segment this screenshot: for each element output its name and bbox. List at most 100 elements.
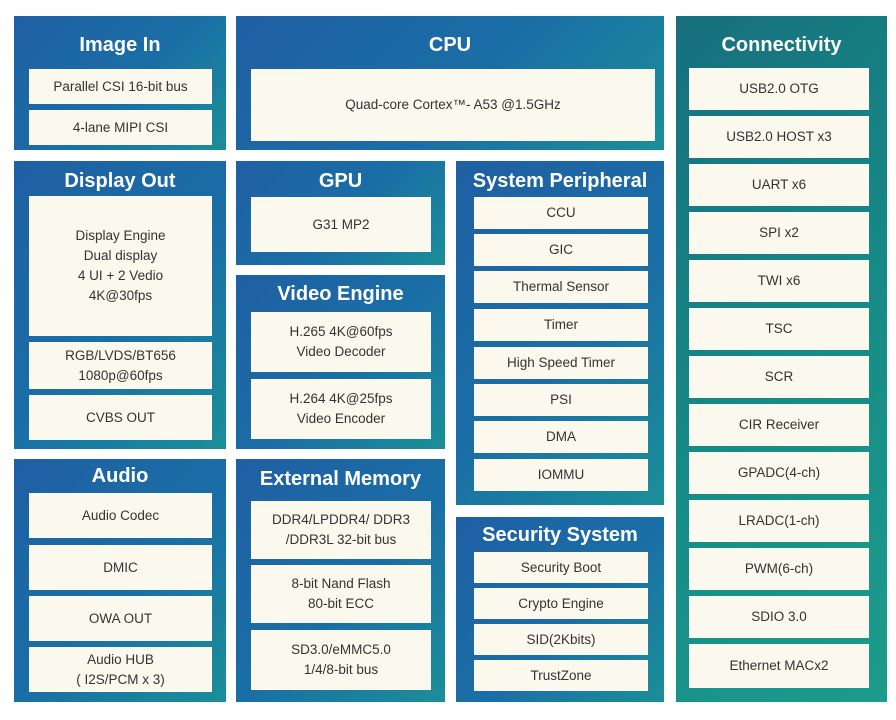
- ddr-box: DDR4/LPDDR4/ DDR3 /DDR3L 32-bit bus: [251, 501, 431, 559]
- dma-label: DMA: [546, 429, 576, 444]
- nand-flash-line: 8-bit Nand Flash: [291, 576, 391, 591]
- psi-box: PSI: [474, 384, 648, 416]
- spi-label: SPI x2: [759, 225, 799, 240]
- dmic-label: DMIC: [103, 559, 138, 575]
- video-encoder-box: H.264 4K@25fps Video Encoder: [251, 379, 431, 439]
- display-out-panel: Display Out Display Engine Dual display …: [14, 161, 226, 449]
- sdio-box: SDIO 3.0: [689, 596, 869, 638]
- scr-box: SCR: [689, 356, 869, 398]
- pwm-box: PWM(6-ch): [689, 548, 869, 590]
- tsc-box: TSC: [689, 308, 869, 350]
- video-decoder-box: H.265 4K@60fps Video Decoder: [251, 312, 431, 372]
- iommu-label: IOMMU: [537, 467, 585, 482]
- psi-label: PSI: [550, 392, 572, 407]
- cvbs-out-box: CVBS OUT: [29, 395, 212, 440]
- thermal-sensor-box: Thermal Sensor: [474, 271, 648, 303]
- twi-box: TWI x6: [689, 260, 869, 302]
- twi-label: TWI x6: [757, 273, 801, 288]
- high-speed-timer-box: High Speed Timer: [474, 347, 648, 379]
- parallel-csi-box: Parallel CSI 16-bit bus: [29, 69, 212, 104]
- security-system-panel: Security System Security Boot Crypto Eng…: [456, 517, 664, 702]
- gic-box: GIC: [474, 234, 648, 266]
- decoder-name-line: Video Decoder: [296, 344, 386, 359]
- usb-otg-label: USB2.0 OTG: [739, 81, 819, 96]
- mipi-csi-label: 4-lane MIPI CSI: [72, 119, 169, 135]
- ddr-bus-line: /DDR3L 32-bit bus: [285, 532, 397, 547]
- connectivity-panel: Connectivity USB2.0 OTG USB2.0 HOST x3 U…: [676, 16, 887, 702]
- image-in-panel: Image In Parallel CSI 16-bit bus 4-lane …: [14, 16, 226, 150]
- encoder-name-line: Video Encoder: [296, 411, 386, 426]
- dma-box: DMA: [474, 421, 648, 453]
- gpu-core-box: G31 MP2: [251, 197, 431, 252]
- sd-emmc-line: SD3.0/eMMC5.0: [291, 642, 391, 657]
- pwm-label: PWM(6-ch): [744, 561, 814, 576]
- image-in-title: Image In: [79, 34, 161, 56]
- cpu-core-box: Quad-core Cortex™- A53 @1.5GHz: [251, 69, 655, 141]
- ccu-label: CCU: [546, 205, 576, 220]
- video-engine-title: Video Engine: [277, 283, 404, 305]
- gpadc-box: GPADC(4-ch): [689, 452, 869, 494]
- ethernet-mac-box: Ethernet MACx2: [689, 644, 869, 688]
- lradc-label: LRADC(1-ch): [738, 513, 820, 528]
- gpu-title: GPU: [318, 170, 363, 192]
- rgb-resolution-line: 1080p@60fps: [78, 367, 163, 383]
- sd-emmc-box: SD3.0/eMMC5.0 1/4/8-bit bus: [251, 630, 431, 690]
- crypto-engine-box: Crypto Engine: [474, 588, 648, 619]
- iommu-box: IOMMU: [474, 459, 648, 491]
- crypto-engine-label: Crypto Engine: [518, 595, 604, 611]
- parallel-csi-label: Parallel CSI 16-bit bus: [53, 78, 188, 94]
- encoder-spec-line: H.264 4K@25fps: [289, 391, 393, 406]
- gpadc-label: GPADC(4-ch): [737, 465, 821, 480]
- trustzone-box: TrustZone: [474, 660, 648, 691]
- ccu-box: CCU: [474, 197, 648, 229]
- external-memory-title: External Memory: [259, 468, 422, 490]
- scr-label: SCR: [764, 369, 794, 384]
- mipi-csi-box: 4-lane MIPI CSI: [29, 110, 212, 145]
- sdio-label: SDIO 3.0: [751, 609, 807, 624]
- display-engine-line: Display Engine: [75, 228, 166, 243]
- uart-label: UART x6: [751, 177, 807, 192]
- display-out-title: Display Out: [64, 170, 176, 192]
- spi-box: SPI x2: [689, 212, 869, 254]
- ddr-type-line: DDR4/LPDDR4/ DDR3: [271, 512, 411, 527]
- owa-out-box: OWA OUT: [29, 596, 212, 641]
- usb-host-box: USB2.0 HOST x3: [689, 116, 869, 158]
- timer-box: Timer: [474, 309, 648, 341]
- audio-codec-box: Audio Codec: [29, 493, 212, 538]
- usb-host-label: USB2.0 HOST x3: [726, 129, 832, 144]
- system-peripheral-panel: System Peripheral CCU GIC Thermal Sensor…: [456, 161, 664, 505]
- rgb-lvds-line: RGB/LVDS/BT656: [65, 347, 176, 363]
- audio-hub-box: Audio HUB ( I2S/PCM x 3): [29, 647, 212, 692]
- tsc-label: TSC: [765, 321, 793, 336]
- system-peripheral-title: System Peripheral: [472, 170, 648, 192]
- security-boot-box: Security Boot: [474, 552, 648, 583]
- dmic-box: DMIC: [29, 545, 212, 590]
- display-resolution-line: 4K@30fps: [88, 288, 153, 303]
- cpu-panel: CPU Quad-core Cortex™- A53 @1.5GHz: [236, 16, 664, 150]
- security-boot-label: Security Boot: [520, 559, 602, 575]
- sd-bus-line: 1/4/8-bit bus: [303, 662, 379, 677]
- gpu-panel: GPU G31 MP2: [236, 161, 445, 265]
- audio-hub-i2s-line: ( I2S/PCM x 3): [76, 671, 165, 687]
- owa-out-label: OWA OUT: [88, 610, 153, 626]
- cir-receiver-box: CIR Receiver: [689, 404, 869, 446]
- security-system-title: Security System: [482, 524, 638, 546]
- audio-panel: Audio Audio Codec DMIC OWA OUT Audio HUB…: [14, 459, 226, 702]
- gpu-core-label: G31 MP2: [312, 216, 370, 232]
- usb-otg-box: USB2.0 OTG: [689, 68, 869, 110]
- connectivity-title: Connectivity: [721, 34, 842, 56]
- audio-codec-label: Audio Codec: [81, 507, 160, 523]
- external-memory-panel: External Memory DDR4/LPDDR4/ DDR3 /DDR3L…: [236, 459, 445, 702]
- nand-ecc-line: 80-bit ECC: [307, 596, 375, 611]
- sid-box: SID(2Kbits): [474, 624, 648, 655]
- cpu-core-label: Quad-core Cortex™- A53 @1.5GHz: [345, 97, 561, 112]
- video-engine-panel: Video Engine H.265 4K@60fps Video Decode…: [236, 275, 445, 449]
- trustzone-label: TrustZone: [530, 667, 592, 683]
- nand-flash-box: 8-bit Nand Flash 80-bit ECC: [251, 565, 431, 623]
- ui-vedio-line: 4 UI + 2 Vedio: [77, 268, 164, 283]
- audio-hub-line: Audio HUB: [87, 651, 154, 667]
- ethernet-mac-label: Ethernet MACx2: [729, 658, 829, 673]
- thermal-sensor-label: Thermal Sensor: [512, 279, 610, 294]
- dual-display-line: Dual display: [83, 248, 158, 263]
- high-speed-timer-label: High Speed Timer: [506, 355, 616, 370]
